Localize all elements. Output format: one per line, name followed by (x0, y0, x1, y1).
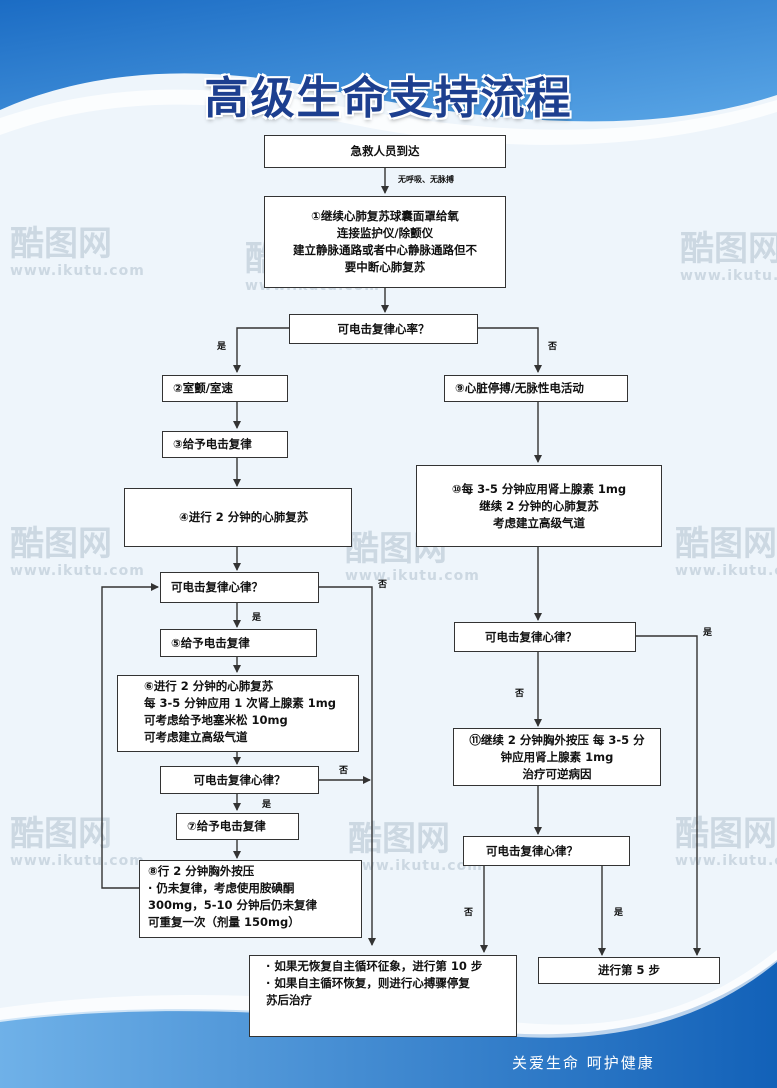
node-line: 考虑建立高级气道 (493, 515, 585, 530)
label-no: 否 (464, 908, 474, 918)
node-q2-shockable: 可电击复律心律？ (160, 572, 319, 603)
label-yes: 是 (614, 908, 624, 918)
node-q1-shockable: 可电击复律心率？ (289, 314, 478, 344)
node-line: 可考虑建立高级气道 (144, 730, 248, 744)
node-line: 继续 2 分钟的心肺复苏 (479, 498, 599, 513)
node-line: 建立静脉通路或者中心静脉通路但不 (293, 243, 477, 257)
node-step8-compressions-amiodarone: ⑧行 2 分钟胸外按压 · 仍未复律，考虑使用胺碘酮 300mg，5-10 分钟… (139, 860, 362, 938)
node-line: 每 3-5 分钟应用 1 次肾上腺素 1mg (144, 696, 337, 710)
node-step4-cpr: ④进行 2 分钟的心肺复苏 (124, 488, 352, 547)
node-step11-compressions: ⑪继续 2 分钟胸外按压 每 3-5 分 钟应用肾上腺素 1mg 治疗可逆病因 (453, 728, 661, 786)
node-line: 治疗可逆病因 (522, 766, 592, 781)
node-q5-shockable: 可电击复律心律？ (463, 836, 630, 866)
node-line: 可考虑给予地塞米松 10mg (144, 713, 288, 727)
node-line: · 如果自主循环恢复，则进行心搏骤停复 (266, 976, 470, 990)
node-line: · 仍未复律，考虑使用胺碘酮 (148, 881, 295, 895)
node-line: · 如果无恢复自主循环征象，进行第 10 步 (266, 959, 483, 973)
node-line: ⑧行 2 分钟胸外按压 (148, 864, 255, 878)
label-no-breath: 无呼吸、无脉搏 (398, 175, 454, 184)
label-no: 否 (378, 580, 388, 590)
node-line: 可重复一次（剂量 150mg） (148, 915, 300, 929)
node-step3-shock: ③给予电击复律 (162, 431, 288, 458)
label-no: 否 (548, 342, 558, 352)
label-yes: 是 (252, 613, 262, 623)
node-rescuers-arrive: 急救人员到达 (264, 135, 506, 168)
node-step9-asystole-pea: ⑨心脏停搏/无脉性电活动 (444, 375, 628, 402)
label-yes: 是 (703, 628, 713, 638)
label-no: 否 (515, 689, 525, 699)
node-text: ④进行 2 分钟的心肺复苏 (179, 510, 309, 524)
node-outcome-left: · 如果无恢复自主循环征象，进行第 10 步 · 如果自主循环恢复，则进行心搏骤… (249, 955, 517, 1037)
node-step2-vf-vt: ②室颤/室速 (162, 375, 288, 402)
node-line: ⑩每 3-5 分钟应用肾上腺素 1mg (451, 481, 627, 496)
node-line: ⑪继续 2 分钟胸外按压 每 3-5 分 (469, 732, 645, 747)
node-q3-shockable: 可电击复律心律？ (160, 766, 319, 794)
label-no: 否 (339, 766, 349, 776)
label-yes: 是 (262, 800, 272, 810)
node-line: 300mg，5-10 分钟后仍未复律 (148, 898, 318, 912)
node-line: ①继续心肺复苏球囊面罩给氧 (311, 209, 459, 223)
page-title: 高级生命支持流程 (204, 73, 573, 124)
node-step7-shock: ⑦给予电击复律 (176, 813, 299, 840)
node-step1-cpr-oxygen: ①继续心肺复苏球囊面罩给氧 连接监护仪/除颤仪 建立静脉通路或者中心静脉通路但不… (264, 196, 506, 288)
footer-slogan: 关爱生命 呵护健康 (512, 1054, 655, 1072)
node-line: 苏后治疗 (266, 993, 312, 1007)
node-line: 钟应用肾上腺素 1mg (500, 749, 614, 764)
node-line: 要中断心肺复苏 (344, 260, 426, 274)
node-line: ⑥进行 2 分钟的心肺复苏 (144, 679, 274, 693)
node-step10-epinephrine-cpr: ⑩每 3-5 分钟应用肾上腺素 1mg 继续 2 分钟的心肺复苏 考虑建立高级气… (416, 465, 662, 547)
node-step6-cpr-epinephrine: ⑥进行 2 分钟的心肺复苏 每 3-5 分钟应用 1 次肾上腺素 1mg 可考虑… (117, 675, 359, 752)
label-yes: 是 (217, 342, 227, 352)
node-line: 连接监护仪/除颤仪 (336, 226, 434, 240)
node-goto-step5: 进行第 5 步 (538, 957, 720, 984)
node-step5-shock: ⑤给予电击复律 (160, 629, 317, 657)
node-q4-shockable: 可电击复律心律？ (454, 622, 636, 652)
